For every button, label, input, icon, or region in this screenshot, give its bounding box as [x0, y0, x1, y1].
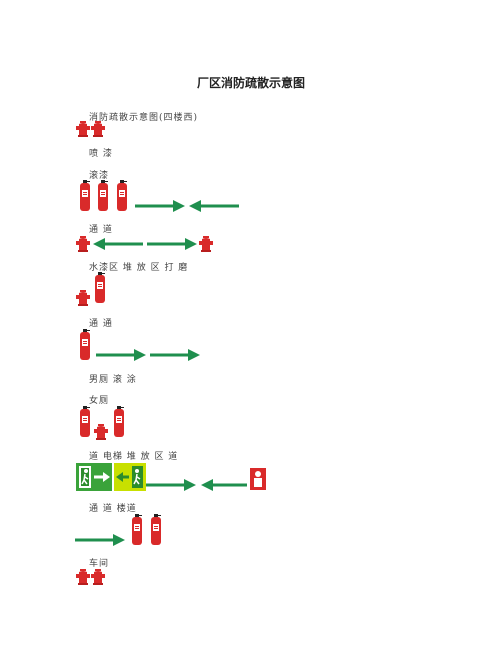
fire-hydrant-icon [94, 424, 108, 440]
fire-alarm-icon [250, 468, 266, 490]
corridor-label: 通 道 [89, 225, 113, 235]
fire-extinguisher-icon [79, 406, 91, 438]
fire-extinguisher-icon [131, 514, 143, 546]
arrow-left-icon [189, 200, 239, 212]
fire-extinguisher-icon [97, 180, 109, 212]
arrow-left-icon [93, 238, 143, 250]
arrow-right-icon [96, 349, 146, 361]
fire-extinguisher-icon [150, 514, 162, 546]
fire-hydrant-icon [76, 121, 90, 137]
arrow-right-icon [146, 479, 196, 491]
fire-extinguisher-icon [94, 272, 106, 304]
arrow-left-icon [201, 479, 247, 491]
area-label-toilet-men: 男厕 滚 涂 [89, 375, 137, 385]
fire-hydrant-icon [91, 569, 105, 585]
fire-extinguisher-icon [113, 406, 125, 438]
fire-hydrant-icon [76, 569, 90, 585]
area-label-spray: 喷 漆 [89, 149, 113, 159]
fire-extinguisher-icon [79, 180, 91, 212]
fire-extinguisher-icon [79, 329, 91, 361]
emergency-exit-sign-icon [114, 463, 146, 491]
arrow-right-icon [150, 349, 200, 361]
area-label-roll: 滚漆 [89, 171, 110, 181]
fire-hydrant-icon [76, 290, 90, 306]
fire-hydrant-icon [76, 236, 90, 252]
arrow-right-icon [135, 200, 185, 212]
emergency-exit-sign-icon [76, 463, 112, 491]
area-label-stairway: 通 道 楼道 [89, 504, 137, 514]
area-label-elevator: 道 电梯 堆 放 区 道 [89, 452, 179, 462]
area-label-workshop: 车间 [89, 559, 110, 569]
page-title: 厂区消防疏散示意图 [196, 76, 305, 90]
arrow-right-icon [75, 534, 125, 546]
area-label-toilet-women: 女厕 [89, 396, 110, 406]
fire-hydrant-icon [91, 121, 105, 137]
corridor-label: 通 通 [89, 319, 113, 329]
fire-hydrant-icon [199, 236, 213, 252]
area-label-storage: 水漆区 堆 放 区 打 磨 [89, 263, 189, 273]
floor-label: 消防疏散示意图(四楼西) [89, 113, 199, 123]
arrow-right-icon [147, 238, 197, 250]
fire-extinguisher-icon [116, 180, 128, 212]
